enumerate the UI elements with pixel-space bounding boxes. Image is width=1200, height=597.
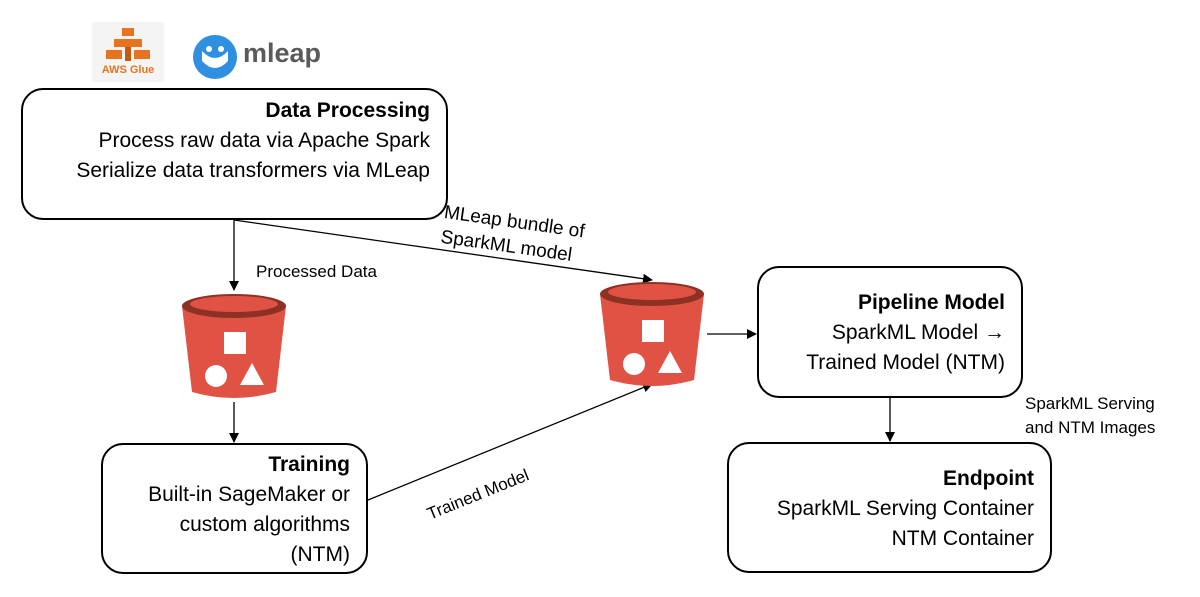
mleap-logo: mleap xyxy=(193,33,323,81)
edge-label-line: SparkML Serving xyxy=(1025,394,1155,413)
s3-bucket-icon xyxy=(600,282,704,386)
node-title: Data Processing xyxy=(265,99,430,122)
node-pipeline-model: Pipeline Model SparkML Model → Trained M… xyxy=(757,266,1023,398)
edge-label-line: and NTM Images xyxy=(1025,418,1156,437)
node-line: Process raw data via Apache Spark xyxy=(98,129,430,152)
node-line: NTM Container xyxy=(891,527,1034,550)
edge-label-serving-images: SparkML Serving and NTM Images xyxy=(1025,392,1155,440)
edge-processing-to-bucket2 xyxy=(233,219,653,284)
node-line: Built-in SageMaker or xyxy=(148,483,350,506)
node-title: Training xyxy=(268,453,350,476)
node-endpoint: Endpoint SparkML Serving Container NTM C… xyxy=(727,442,1052,573)
node-line: (NTM) xyxy=(290,543,350,566)
node-line: custom algorithms xyxy=(179,513,350,536)
node-data-processing: Data Processing Process raw data via Apa… xyxy=(21,88,448,220)
mleap-label: mleap xyxy=(243,38,322,68)
edge-training-to-bucket2 xyxy=(367,382,653,501)
mleap-logo-icon xyxy=(193,35,237,79)
aws-glue-label: AWS Glue xyxy=(101,64,155,76)
aws-glue-logo: AWS Glue xyxy=(92,22,164,82)
node-title: Endpoint xyxy=(943,467,1034,490)
node-line: SparkML Model → xyxy=(831,321,1005,344)
node-line: Serialize data transformers via MLeap xyxy=(76,159,430,182)
node-training: Training Built-in SageMaker or custom al… xyxy=(101,443,368,574)
node-title: Pipeline Model xyxy=(857,291,1005,314)
node-line: SparkML Serving Container xyxy=(776,497,1034,520)
edge-label-processed-data: Processed Data xyxy=(256,262,377,281)
s3-bucket-icon xyxy=(182,294,286,398)
node-line: Trained Model (NTM) xyxy=(806,351,1005,374)
aws-glue-logo-icon xyxy=(106,28,150,61)
